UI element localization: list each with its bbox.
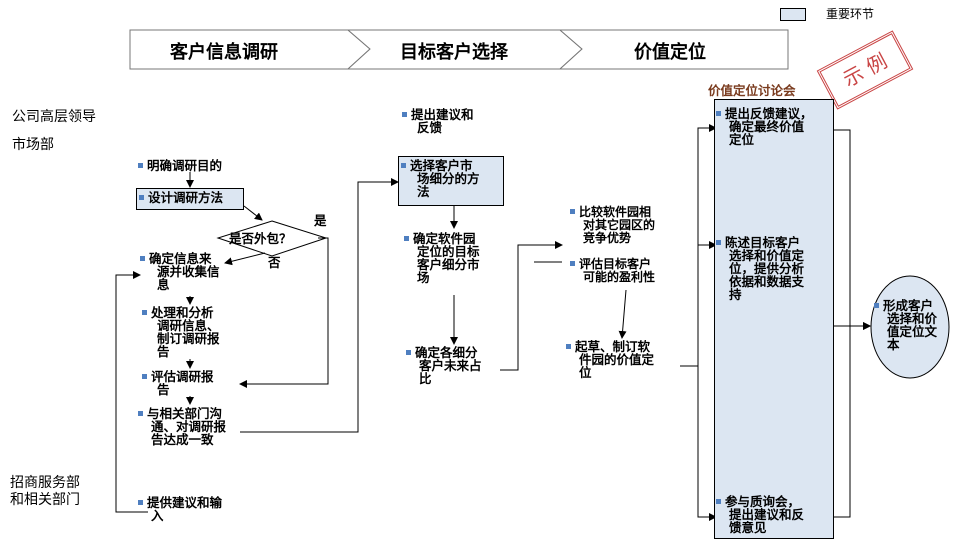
- step-collect-info: 确定信息来 源并收集信 息: [140, 252, 250, 291]
- meeting-panel: [714, 99, 834, 539]
- bullet-icon: [716, 240, 721, 245]
- bullet-icon: [139, 195, 144, 200]
- legend-swatch: [780, 8, 806, 21]
- sample-stamp-text: 示 例: [838, 48, 892, 92]
- phase-arrow-3: [558, 29, 789, 70]
- bullet-icon: [570, 209, 575, 214]
- bullet-icon: [138, 163, 143, 168]
- step-analyze-info: 处理和分析 调研信息、 制订调研报 告: [142, 306, 242, 358]
- legend-label: 重要环节: [826, 7, 875, 21]
- step-draft-positioning: 起草、制订软 件园的价值定 位: [566, 340, 678, 379]
- bullet-icon: [716, 111, 721, 116]
- bullet-icon: [401, 163, 406, 168]
- step-evaluate-report: 评估调研报 告: [142, 370, 242, 396]
- step-clarify-goal: 明确调研目的: [138, 159, 222, 172]
- bullet-icon: [140, 256, 145, 261]
- bullet-icon: [402, 112, 407, 117]
- decision-yes: 是: [314, 213, 327, 228]
- step-design-method: 设计调研方法: [136, 188, 244, 210]
- step-select-segmentation: 选择客户市 场细分的方 法: [398, 156, 504, 206]
- step-provide-input: 提供建议和输 入: [138, 496, 248, 522]
- step-present-selection: 陈述目标客户 选择和价值定 位，提供分析 依据和数据支 持: [716, 236, 832, 301]
- phase-title-2: 目标客户选择: [400, 42, 508, 63]
- bullet-icon: [716, 499, 721, 504]
- role-marketing: 市场部: [12, 137, 54, 153]
- step-final-feedback: 提出反馈建议， 确定最终价值 定位: [716, 107, 832, 146]
- step-evaluate-profit: 评估目标客户 可能的盈利性: [570, 258, 682, 284]
- bullet-icon: [138, 500, 143, 505]
- legend: 重要环节: [780, 6, 950, 22]
- meeting-title: 价值定位讨论会: [708, 83, 796, 98]
- step-hearing-feedback: 参与质询会， 提出建议和反 馈意见: [716, 495, 832, 534]
- bullet-icon: [570, 261, 575, 266]
- bullet-icon: [142, 374, 147, 379]
- role-leaders: 公司高层领导: [12, 109, 96, 125]
- role-service-2: 和相关部门: [10, 492, 80, 508]
- bullet-icon: [404, 236, 409, 241]
- bullet-icon: [874, 303, 879, 308]
- decision-outsource: 是否外包？: [229, 231, 292, 246]
- step-advice-feedback: 提出建议和 反馈: [402, 108, 512, 134]
- final-output: 形成客户 选择和价 值定位文 本: [874, 299, 950, 351]
- step-define-target: 确定软件园 定位的目标 客户细分市 场: [404, 232, 514, 284]
- bullet-icon: [406, 350, 411, 355]
- step-align-departments: 与相关部门沟 通、对调研报 告达成一致: [138, 407, 248, 446]
- final-output-ellipse: [870, 275, 950, 379]
- decision-diamond: [216, 220, 328, 257]
- decision-no: 否: [268, 255, 281, 270]
- bullet-icon: [142, 310, 147, 315]
- phase-title-1: 客户信息调研: [170, 42, 278, 63]
- bullet-icon: [138, 411, 143, 416]
- step-compare-advantage: 比较软件园相 对其它园区的 竞争优势: [570, 206, 682, 245]
- role-service: 招商服务部: [10, 475, 80, 491]
- step-segment-share: 确定各细分 客户未来占 比: [406, 346, 506, 385]
- bullet-icon: [566, 344, 571, 349]
- phase-title-3: 价值定位: [634, 42, 706, 63]
